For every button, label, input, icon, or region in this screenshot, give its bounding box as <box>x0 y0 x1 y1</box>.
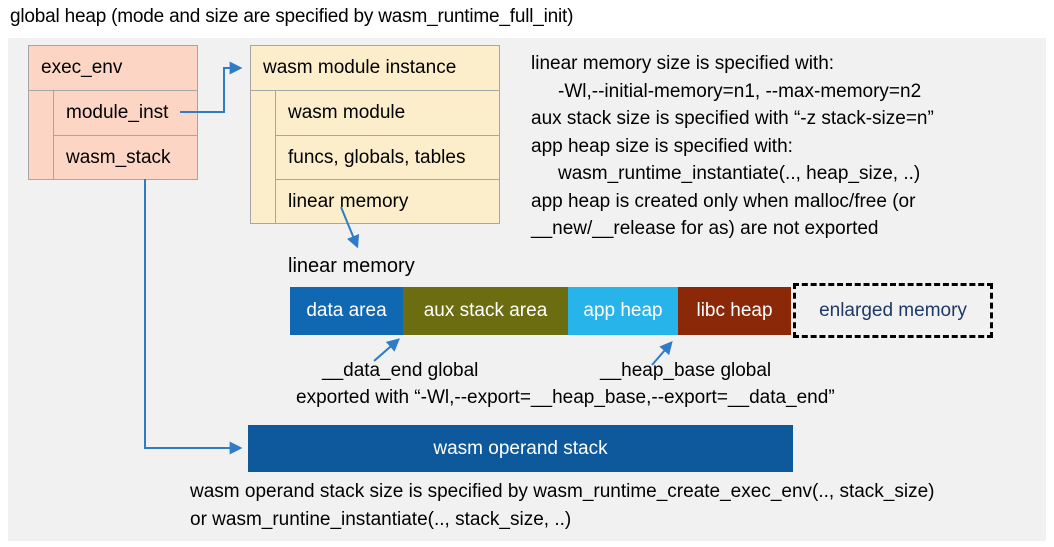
wasm-operand-stack-bar: wasm operand stack <box>248 425 793 472</box>
note-line: __new/__release for as) are not exported <box>531 218 879 239</box>
module-instance-indent <box>251 91 276 223</box>
exec-env-indent <box>29 91 54 179</box>
data-end-global-label: __data_end global <box>322 360 479 381</box>
segment-aux-stack-area: aux stack area <box>403 287 568 335</box>
note-line: or wasm_runtine_instantiate(.., stack_si… <box>190 508 572 530</box>
notes-right: linear memory size is specified with: -W… <box>531 50 934 243</box>
page-title: global heap (mode and size are specified… <box>10 6 574 27</box>
exec-env-row-module-inst: module_inst <box>66 102 169 123</box>
exec-env-box: exec_env module_inst wasm_stack <box>28 45 198 180</box>
heap-base-global-label: __heap_base global <box>600 360 772 381</box>
segment-libc-heap: libc heap <box>678 287 791 335</box>
exec-env-row-wasm-stack: wasm_stack <box>54 135 197 179</box>
note-line: app heap is created only when malloc/fre… <box>531 190 916 212</box>
note-line: wasm_runtime_instantiate(.., heap_size, … <box>558 163 921 184</box>
module-instance-box: wasm module instance wasm module funcs, … <box>250 45 500 224</box>
segment-app-heap: app heap <box>568 287 678 335</box>
exec-env-body: module_inst wasm_stack <box>29 91 197 179</box>
note-line: wasm operand stack size is specified by … <box>190 481 935 502</box>
module-instance-row-wasm-module: wasm module <box>288 102 406 123</box>
segment-data-area: data area <box>290 287 403 335</box>
segment-enlarged-memory: enlarged memory <box>793 283 993 338</box>
module-instance-header: wasm module instance <box>251 46 499 91</box>
note-line: -Wl,--initial-memory=n1, --max-memory=n2 <box>558 80 922 102</box>
note-line: app heap size is specified with: <box>531 135 793 157</box>
notes-bottom: wasm operand stack size is specified by … <box>190 478 935 533</box>
exported-with-label: exported with “-Wl,--export=__heap_base,… <box>296 387 835 408</box>
note-line: aux stack size is specified with “-z sta… <box>531 108 934 129</box>
note-line: linear memory size is specified with: <box>531 53 835 74</box>
linear-memory-label: linear memory <box>288 255 415 277</box>
module-instance-row-linear-memory: linear memory <box>276 179 499 223</box>
module-instance-body: wasm module funcs, globals, tables linea… <box>251 91 499 223</box>
exec-env-header: exec_env <box>29 46 197 91</box>
module-instance-row-funcs-globals-tables: funcs, globals, tables <box>276 135 499 179</box>
